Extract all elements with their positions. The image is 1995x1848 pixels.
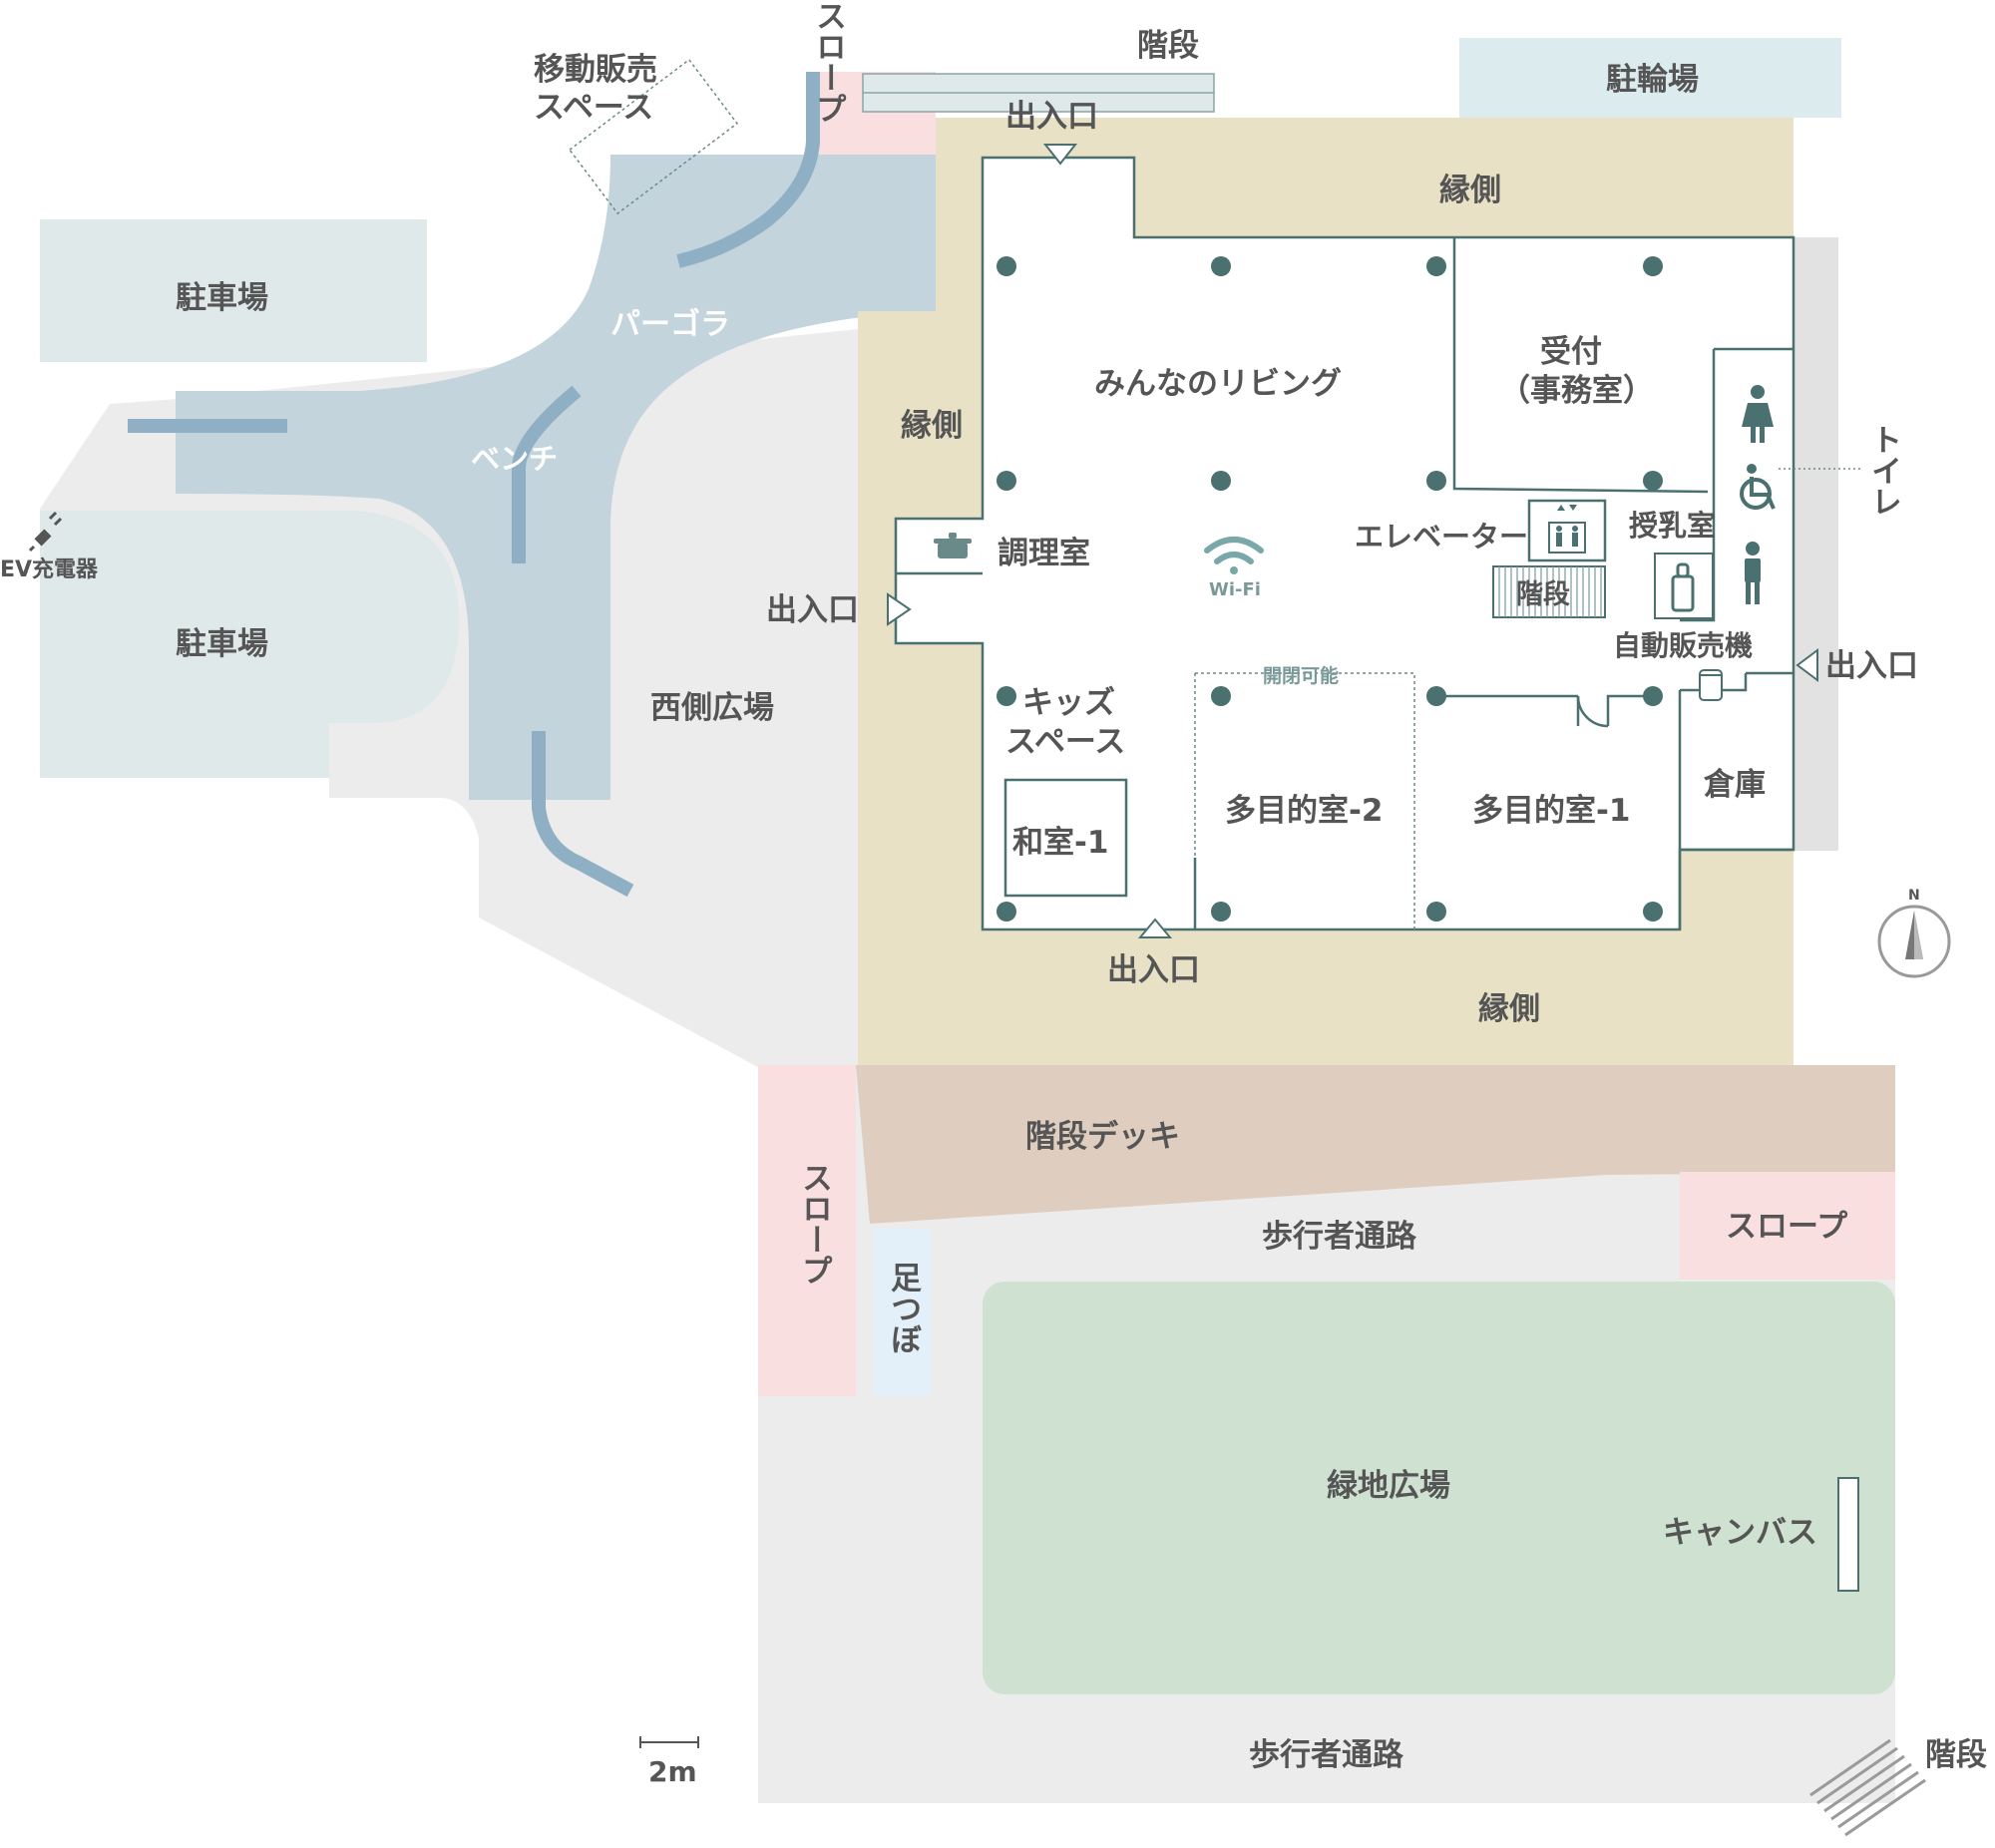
parking-upper-area: [40, 219, 427, 362]
stairs-top-label: 階段: [1137, 28, 1199, 64]
nursing-room-label: 授乳室: [1629, 509, 1716, 543]
footbath-area: [875, 1229, 931, 1396]
bicycle-parking-area: [1459, 38, 1841, 118]
baby-bottle-icon: [1654, 553, 1714, 619]
entrance-north-label: 出入口: [1005, 99, 1098, 135]
washitsu-label: 和室-1: [1012, 825, 1108, 861]
slope-left-label: スロープ: [796, 1162, 832, 1286]
building-walls: [894, 156, 1796, 931]
ev-charger-label: EV充電器: [0, 556, 99, 582]
parking-lower-area: [40, 511, 459, 778]
wifi-icon: [1204, 537, 1264, 574]
elevator-label: エレベーター: [1355, 520, 1528, 554]
east-strip: [1794, 237, 1838, 851]
mobile-sales-label-2: スペース: [534, 90, 653, 126]
bench-bars: [128, 72, 820, 898]
canvas-label: キャンバス: [1663, 1515, 1817, 1551]
cooking-room-label: 調理室: [998, 536, 1090, 571]
reception-label-2: （事務室）: [1499, 373, 1654, 409]
stair-deck-area: [856, 1065, 1895, 1224]
slope-left-area: [758, 1065, 856, 1396]
stairs-inner-label: 階段: [1516, 579, 1570, 610]
entrance-west-label: 出入口: [766, 592, 859, 628]
entrance-markers: [887, 144, 1818, 938]
toilet-label: トイレ: [1865, 424, 1901, 517]
kids-space-label-2: スペース: [1005, 724, 1125, 760]
wheelchair-icon: [1740, 464, 1776, 510]
living-label: みんなのリビング: [1094, 366, 1342, 402]
west-plaza-label: 西側広場: [650, 690, 774, 726]
elevator-icon: [1548, 505, 1586, 554]
bicycle-parking-label: 駐輪場: [1606, 62, 1699, 98]
engawa-north-label: 縁側: [1439, 173, 1501, 208]
storage-label: 倉庫: [1703, 767, 1766, 803]
canvas-board: [1837, 1477, 1859, 1592]
entrance-east-label: 出入口: [1825, 648, 1918, 684]
mobile-sales-label-1: 移動販売: [534, 52, 657, 88]
openable-label: 開閉可能: [1263, 664, 1339, 687]
walkway-upper-label: 歩行者通路: [1262, 1219, 1417, 1255]
north-label: N: [1908, 888, 1920, 904]
pergola-label: パーゴラ: [610, 307, 730, 342]
multi-room-1-label: 多目的室-1: [1472, 793, 1630, 829]
slope-right-label: スロープ: [1726, 1209, 1848, 1245]
entrance-south-label: 出入口: [1107, 952, 1200, 988]
vending-machine-label: 自動販売機: [1613, 629, 1753, 662]
green-plaza-label: 緑地広場: [1327, 1468, 1450, 1504]
parking-upper-label: 駐車場: [176, 280, 268, 316]
slope-top-label: スロープ: [810, 0, 846, 124]
toilet-male-icon: [1745, 542, 1761, 604]
multi-room-2-label: 多目的室-2: [1225, 793, 1383, 829]
footbath-label: 足つぼ: [885, 1262, 922, 1354]
engawa-south-label: 縁側: [1478, 991, 1540, 1027]
stairs-bottom-label: 階段: [1925, 1737, 1987, 1773]
walkway-lower-label: 歩行者通路: [1249, 1737, 1404, 1773]
engawa-west-label: 縁側: [901, 408, 963, 444]
stair-deck-label: 階段デッキ: [1025, 1119, 1180, 1155]
pergola-area: [176, 155, 936, 800]
building-interior: [896, 158, 1794, 929]
green-plaza-area: [983, 1282, 1895, 1694]
scale-bar: [639, 1736, 699, 1748]
toilet-female-icon: [1742, 385, 1774, 443]
vending-machine-icon: [1699, 669, 1723, 701]
pot-icon: [934, 533, 972, 558]
pillars: [997, 256, 1663, 922]
slope-right-area: [1680, 1172, 1895, 1280]
bench-label: ベンチ: [471, 442, 558, 476]
ev-plug-icon: [28, 511, 63, 553]
scale-label: 2m: [648, 1755, 697, 1788]
north-arrow-icon: [1877, 905, 1951, 978]
kids-space-label-1: キッズ: [1022, 685, 1115, 721]
wifi-label: Wi-Fi: [1209, 579, 1261, 600]
reception-label-1: 受付: [1540, 334, 1602, 370]
parking-lower-label: 駐車場: [176, 626, 268, 662]
stairs-bottom-hatch: [1809, 1738, 1926, 1837]
inner-stairs-hatch: [1498, 566, 1602, 617]
